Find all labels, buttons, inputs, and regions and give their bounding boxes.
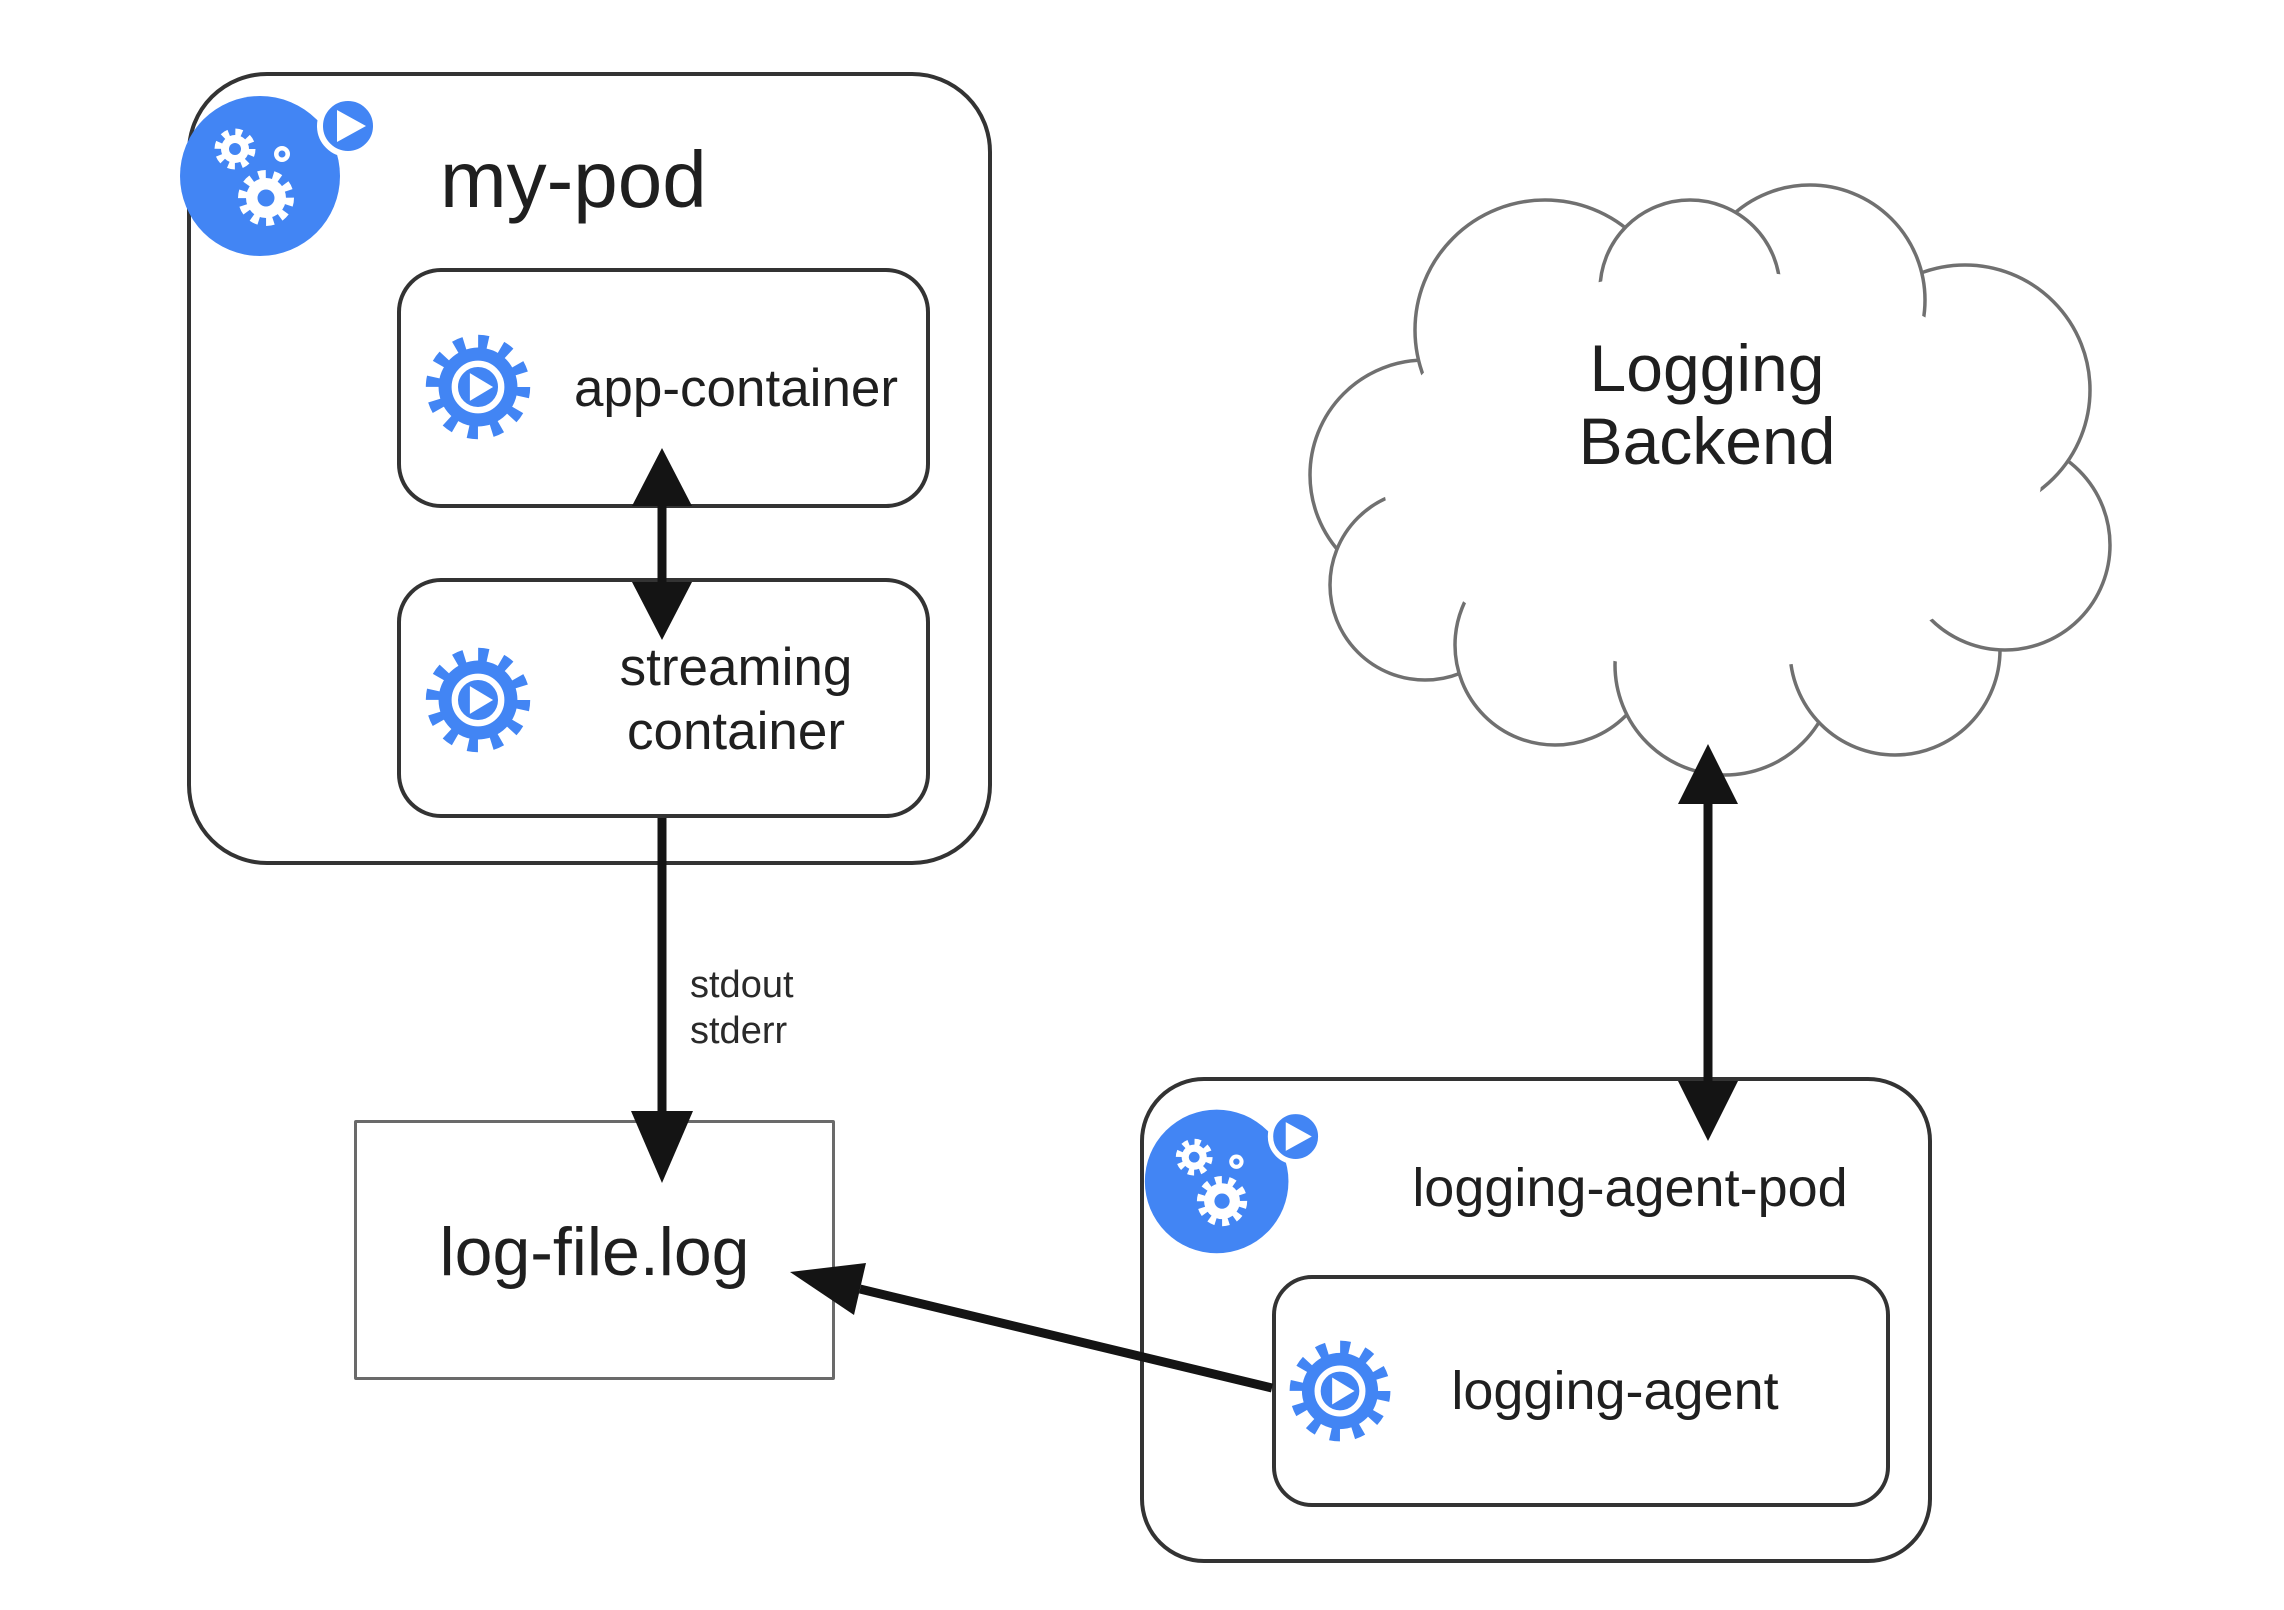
node-logging-agent-label: logging-agent — [1451, 1361, 1779, 1421]
container-gear-icon — [420, 329, 536, 445]
node-streaming-container-label: streaming container — [619, 638, 853, 761]
kubernetes-pod-icon — [1143, 1106, 1328, 1255]
node-log-file-label: log-file.log — [439, 1214, 750, 1290]
edge-stdout-stderr-label: stdout stderr — [690, 964, 794, 1052]
node-app-container-label: app-container — [573, 359, 899, 418]
container-gear-icon — [420, 642, 536, 758]
cloud-shape — [1308, 183, 2112, 777]
node-logging-agent-box — [1272, 1275, 1890, 1507]
node-log-file-box — [354, 1120, 835, 1380]
container-gear-icon — [1284, 1335, 1396, 1447]
node-my-pod-label: my-pod — [440, 135, 707, 224]
node-logging-backend-label: Logging Backend — [1578, 331, 1836, 478]
kubernetes-pod-icon — [178, 92, 384, 258]
node-logging-agent-pod-label: logging-agent-pod — [1412, 1158, 1848, 1218]
